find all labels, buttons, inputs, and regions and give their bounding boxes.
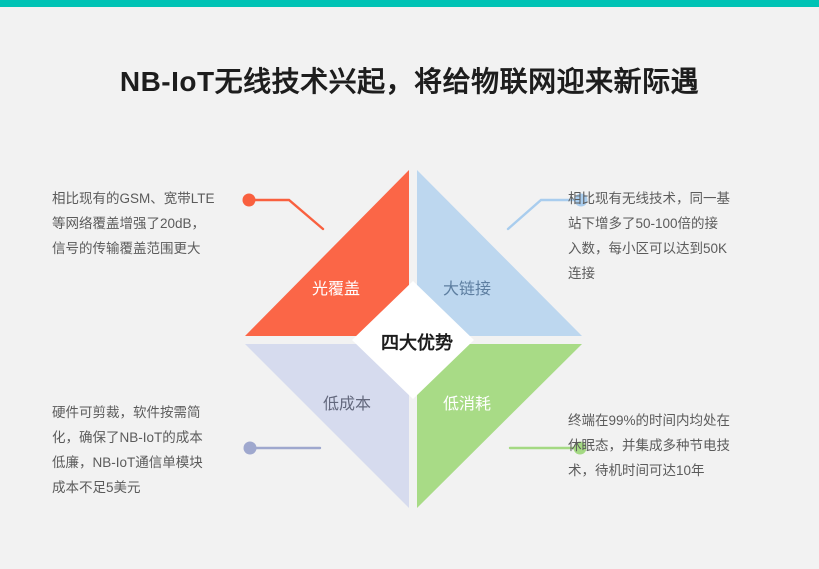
accent-bar <box>0 0 819 7</box>
quadrant-connections[interactable] <box>417 170 582 336</box>
page-title: NB-IoT无线技术兴起，将给物联网迎来新际遇 <box>119 66 700 97</box>
connector-coverage <box>242 193 325 231</box>
callout-low-power: 终端在99%的时间内均处在 休眠态，并集成多种节电技 术，待机时间可达10年 <box>568 413 731 478</box>
callout-low-cost: 硬件可剪裁，软件按需简 化，确保了NB-IoT的成本 低廉，NB-IoT通信单模… <box>52 405 203 495</box>
connector-dot-connections <box>574 193 588 207</box>
connector-dot-low-cost <box>243 441 257 455</box>
connector-low-power <box>508 441 587 455</box>
quadrant-low-power[interactable] <box>417 344 582 508</box>
center-diamond <box>352 281 474 399</box>
connector-low-cost <box>243 441 322 455</box>
connector-dot-coverage <box>242 193 256 207</box>
connector-connections <box>506 193 588 231</box>
quadrant-coverage[interactable] <box>245 170 409 336</box>
callout-connections: 相比现有无线技术，同一基 站下增多了50-100倍的接 入数，每小区可以达到50… <box>568 191 730 281</box>
quadrant-low-cost[interactable] <box>245 344 409 508</box>
callout-coverage: 相比现有的GSM、宽带LTE 等网络覆盖增强了20dB， 信号的传输覆盖范围更大 <box>52 191 215 256</box>
center-label: 四大优势 <box>381 333 453 353</box>
connector-dot-low-power <box>573 441 587 455</box>
